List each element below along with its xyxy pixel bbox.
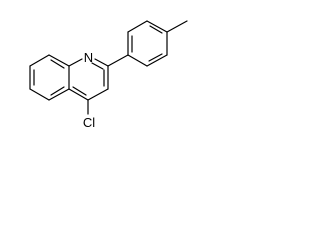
- double-bond-inner: [91, 62, 104, 70]
- bond: [68, 88, 89, 101]
- pyridine-ring: [68, 58, 109, 101]
- chemical-structure: N Cl: [29, 20, 188, 130]
- biaryl-bond: [107, 54, 129, 67]
- methyl-bond: [166, 20, 188, 33]
- bond: [29, 88, 50, 101]
- bond: [94, 58, 109, 67]
- bond: [87, 88, 109, 101]
- double-bond-inner: [148, 53, 163, 62]
- benzo-ring: [29, 54, 70, 101]
- tolyl-ring: [127, 20, 168, 67]
- bond: [48, 54, 70, 67]
- double-bond-inner: [149, 25, 163, 34]
- bond: [127, 20, 148, 33]
- bond: [146, 54, 168, 67]
- double-bond-inner: [50, 59, 65, 69]
- bond: [68, 58, 83, 67]
- double-bond-inner: [72, 86, 87, 96]
- bond: [29, 54, 50, 67]
- nitrogen-atom-label: N: [84, 50, 93, 65]
- chlorine-atom-label: Cl: [83, 115, 95, 130]
- bond: [48, 88, 70, 101]
- double-bond-inner: [50, 86, 65, 96]
- bond: [127, 54, 148, 67]
- bond: [146, 20, 168, 33]
